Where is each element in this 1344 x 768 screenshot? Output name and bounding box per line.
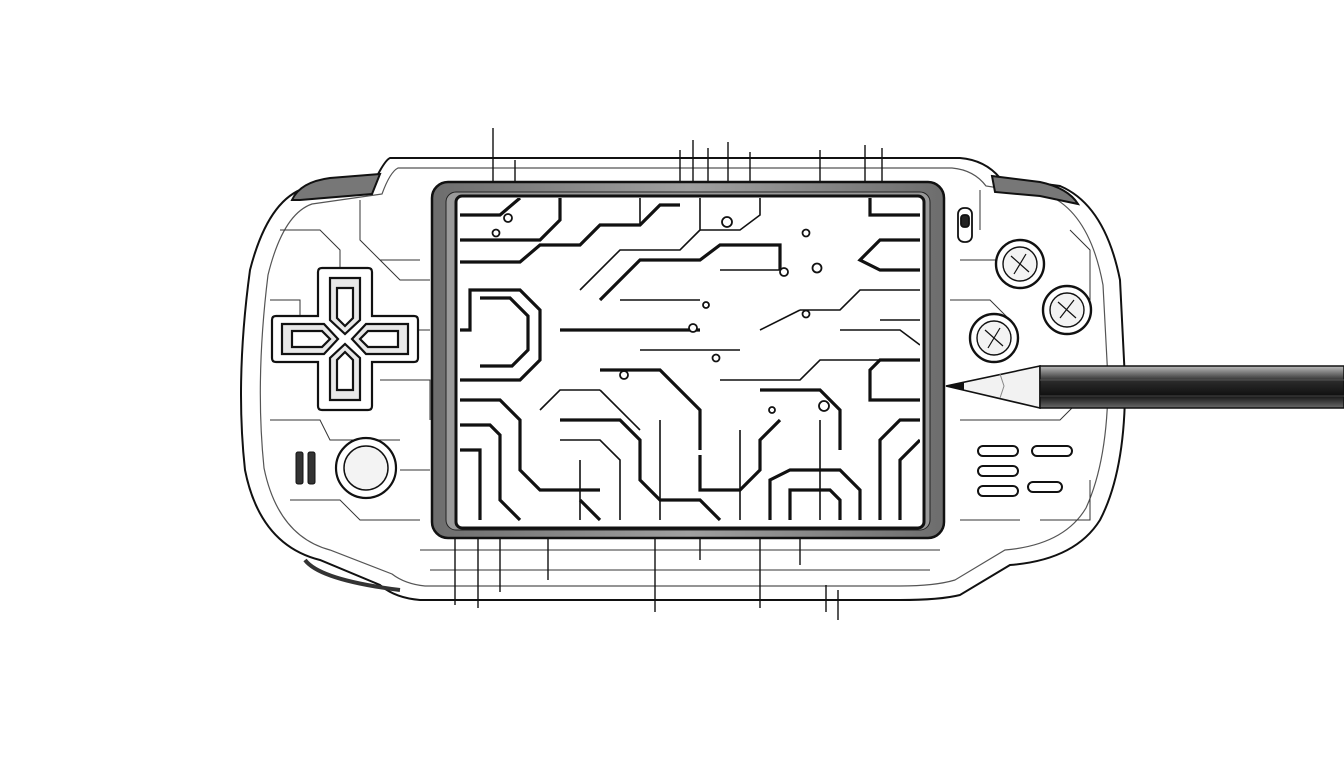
menu-button-1[interactable] (977, 445, 1019, 457)
console-body (240, 157, 1127, 601)
face-button-right[interactable] (1041, 284, 1093, 336)
menu-button-4[interactable] (1031, 445, 1073, 457)
dpad-icon[interactable] (270, 266, 420, 412)
face-button-top[interactable] (994, 238, 1046, 290)
menu-button-3[interactable] (977, 485, 1019, 497)
face-button-left[interactable] (968, 312, 1020, 364)
menu-buttons[interactable] (977, 445, 1073, 497)
menu-button-5[interactable] (1027, 481, 1063, 493)
left-slot-buttons[interactable] (295, 451, 316, 485)
pencil-icon (945, 365, 1344, 410)
face-buttons[interactable] (968, 238, 1093, 364)
screen-circuit-board (460, 198, 920, 522)
power-switch[interactable] (957, 207, 973, 243)
menu-button-2[interactable] (977, 465, 1019, 477)
analog-stick-icon[interactable] (334, 436, 398, 500)
